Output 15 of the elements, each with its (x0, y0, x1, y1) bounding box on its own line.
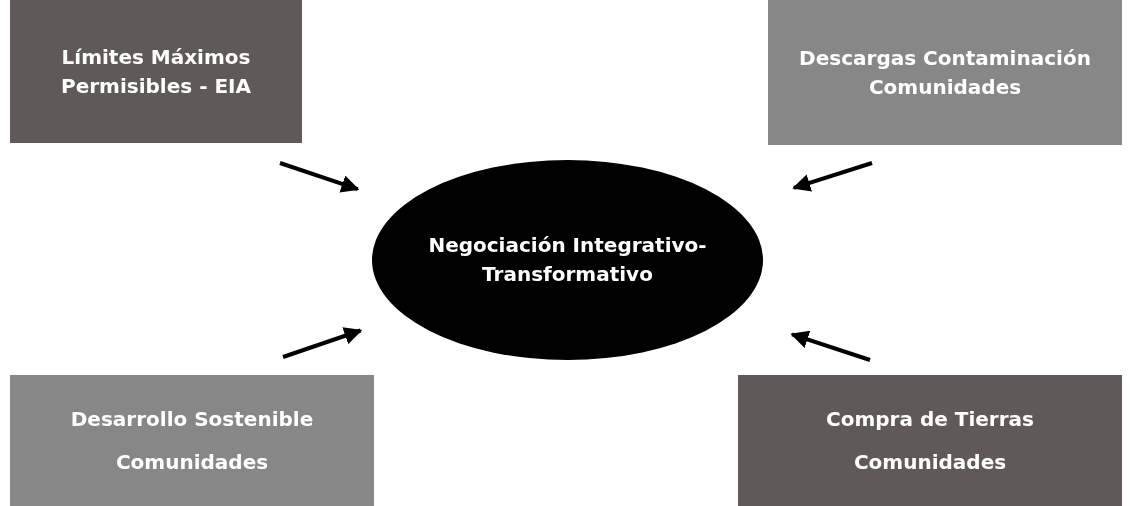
topic-box (10, 0, 302, 143)
node-text: Desarrollo Sostenible (70, 405, 314, 433)
topic-box (10, 375, 374, 506)
arrow (279, 161, 360, 193)
topic-box (738, 375, 1122, 506)
node-text: Límites Máximos Permisibles - EIA (60, 43, 252, 100)
node-text: Comunidades (115, 448, 269, 476)
node-text: Compra de Tierras (826, 405, 1034, 433)
arrow (282, 327, 363, 359)
topic-box (768, 0, 1122, 145)
node-text: Descargas Contaminación Comunidades (798, 44, 1092, 101)
node-text: Negociación Integrativo-Transformativo (427, 232, 708, 288)
node-text: Comunidades (853, 448, 1007, 476)
arrow (792, 161, 873, 192)
arrow (790, 330, 871, 362)
